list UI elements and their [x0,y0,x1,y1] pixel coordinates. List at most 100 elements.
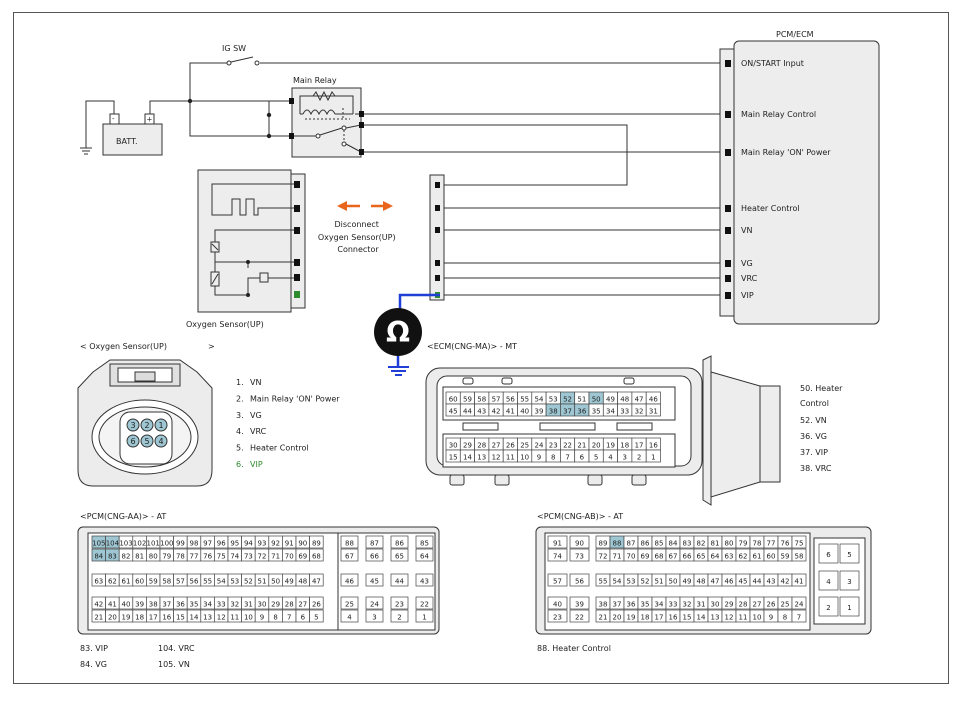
connector-pin-number: 65 [697,553,706,561]
ecm-legend-item: 37. VIP [800,448,828,457]
pcm-ab-legend: 88. Heater Control [537,644,611,653]
connector-pin-number: 49 [606,396,615,404]
connector-pin-number: 56 [190,578,199,586]
connector-pin-number: 12 [217,614,226,622]
connector-pin-cell [365,548,384,562]
connector-pin-number: 67 [669,553,678,561]
pcm-pin-terminal [725,275,731,282]
connector-pin-number: 51 [577,396,586,404]
connector-pin-cell [645,403,661,417]
connector-latch [631,474,647,486]
connector-pin-cell [390,548,409,562]
connector-pin-number: 43 [767,578,776,586]
connector-pin-number: 41 [795,578,804,586]
connector-pin-number: 40 [122,601,131,609]
legend-text: VG [250,411,262,420]
connector-pin-number: 31 [244,601,253,609]
connector-pin-number: 27 [298,601,307,609]
connector-pin-number: 87 [370,540,379,548]
connector-pin-cell [791,548,807,562]
connector-pin-number: 20 [108,614,117,622]
connector-key [623,377,635,385]
connector-pin-number: 44 [395,578,404,586]
legend-text: VN [250,378,261,387]
legend-text: Heater Control [250,444,309,453]
connector-pin-cell [791,596,807,610]
connector-pin-number: 58 [477,396,486,404]
connector-pin-number: 85 [655,540,664,548]
connector-pin-number: 79 [162,553,171,561]
connector-pin-number: 43 [420,578,429,586]
legend-number: 4. [236,427,244,436]
pcm-aa-legend-item: 84. VG [80,660,107,669]
connector-pin-number: 69 [641,553,650,561]
connector-pin-number: 35 [592,408,601,416]
connector-pin-number: 56 [506,396,515,404]
connector-pin-number: 16 [162,614,171,622]
legend-number: 5. [236,444,244,453]
connector-pin-number: 10 [244,614,253,622]
connector-pin-number: 22 [575,614,584,622]
connector-pin-cell [415,548,434,562]
connector-pin-number: 87 [627,540,636,548]
connector-pin-number: 59 [463,396,472,404]
connector-pin-number: 70 [285,553,294,561]
oxygen-connector-legend: 1.VN2.Main Relay 'ON' Power3.VG4.VRC5.He… [236,378,340,469]
connector-pin-cell [390,609,409,623]
connector-pin-number: 62 [108,578,117,586]
connector-pin-number: 15 [449,454,458,462]
connector-pin-number: 46 [345,578,354,586]
connector-pin-number: 15 [176,614,185,622]
legend-number: 3. [236,411,244,420]
connector-pin-number: 2 [637,454,641,462]
connector-pin-number: 105 [92,540,105,548]
connector-pin-cell [839,543,860,564]
connector-pin-number: 72 [599,553,608,561]
pcm-pin-terminal [725,292,731,299]
connector-pin-number: 91 [285,540,294,548]
connector-pin-cell [791,535,807,549]
pcm-ab-legend-item: 88. Heater Control [537,644,611,653]
connector-pin-number: 39 [575,601,584,609]
connector-pin-number: 24 [370,601,379,609]
connector-pin-number: 80 [725,540,734,548]
pcm-pin-terminal [725,227,731,234]
connector-pin-number: 49 [285,578,294,586]
connector-pin-number: 52 [641,578,650,586]
connector-pin-number: 11 [739,614,748,622]
legend-number: 6. [236,460,244,469]
connector-pin-number: 60 [135,578,144,586]
connector-pin-number: 60 [449,396,458,404]
battery: - + BATT. [102,113,163,156]
connector-pin-number: 23 [395,601,404,609]
connector-pin-number: 90 [575,540,584,548]
connector-pin-number: 8 [551,454,555,462]
connector-pin-cell [340,535,359,549]
connector-pin-number: 34 [655,601,664,609]
connector-pin-number: 33 [669,601,678,609]
connector-pin-cell [547,609,568,623]
connector-pin-cell [390,573,409,587]
pcm-pin-terminal [725,111,731,118]
connector-pin-number: 17 [635,442,644,450]
connector-pin-cell [645,449,661,463]
connector-pin-number: 73 [575,553,584,561]
connector-pin-number: 1 [422,614,426,622]
connector-pin-number: 42 [781,578,790,586]
disconnect-note-line3: Connector [337,245,379,254]
connector-pin-number: 48 [298,578,307,586]
connector-pin-number: 48 [620,396,629,404]
connector-pin-cell [365,596,384,610]
legend-text: VIP [250,460,263,469]
connector-pin-number: 53 [627,578,636,586]
oxygen-pin-number: 4 [158,437,163,446]
disconnect-note: Disconnect Oxygen Sensor(UP) Connector [318,220,398,254]
connector-pin-number: 13 [711,614,720,622]
battery-negative-mark: - [112,115,115,123]
connector-pin-number: 88 [345,540,354,548]
connector-pin-number: 92 [271,540,280,548]
connector-pin-number: 4 [608,454,613,462]
